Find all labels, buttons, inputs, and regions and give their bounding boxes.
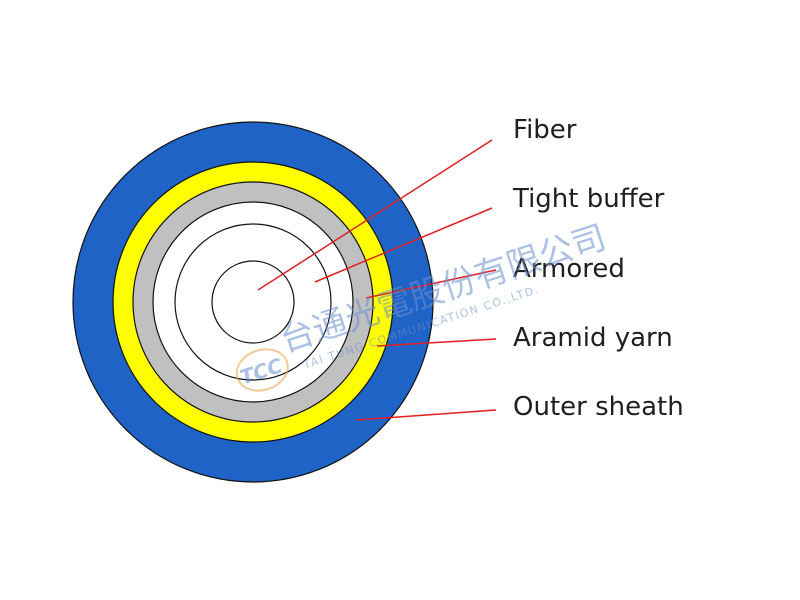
- fiber-leader-line: [257, 139, 493, 291]
- outer-sheath-leader-line: [355, 409, 497, 421]
- aramid-yarn-leader-line: [376, 338, 497, 347]
- cable-layers: [72, 121, 434, 483]
- fiber-label: Fiber: [513, 115, 577, 145]
- tight-buffer-ring: [174, 223, 332, 381]
- fiber-core: [211, 260, 295, 344]
- tight-buffer-label: Tight buffer: [512, 184, 665, 214]
- inner-space: [152, 201, 354, 403]
- layer-labels: Fiber Tight buffer Armored Aramid yarn O…: [512, 115, 684, 422]
- armored-leader-line: [365, 269, 497, 299]
- tcc-logo-emblem: [235, 348, 289, 392]
- leader-lines: [257, 139, 497, 421]
- aramid-yarn-label: Aramid yarn: [513, 323, 673, 353]
- armored-label: Armored: [513, 254, 625, 284]
- outer-sheath-label: Outer sheath: [513, 392, 684, 422]
- tight-buffer-leader-line: [314, 207, 493, 283]
